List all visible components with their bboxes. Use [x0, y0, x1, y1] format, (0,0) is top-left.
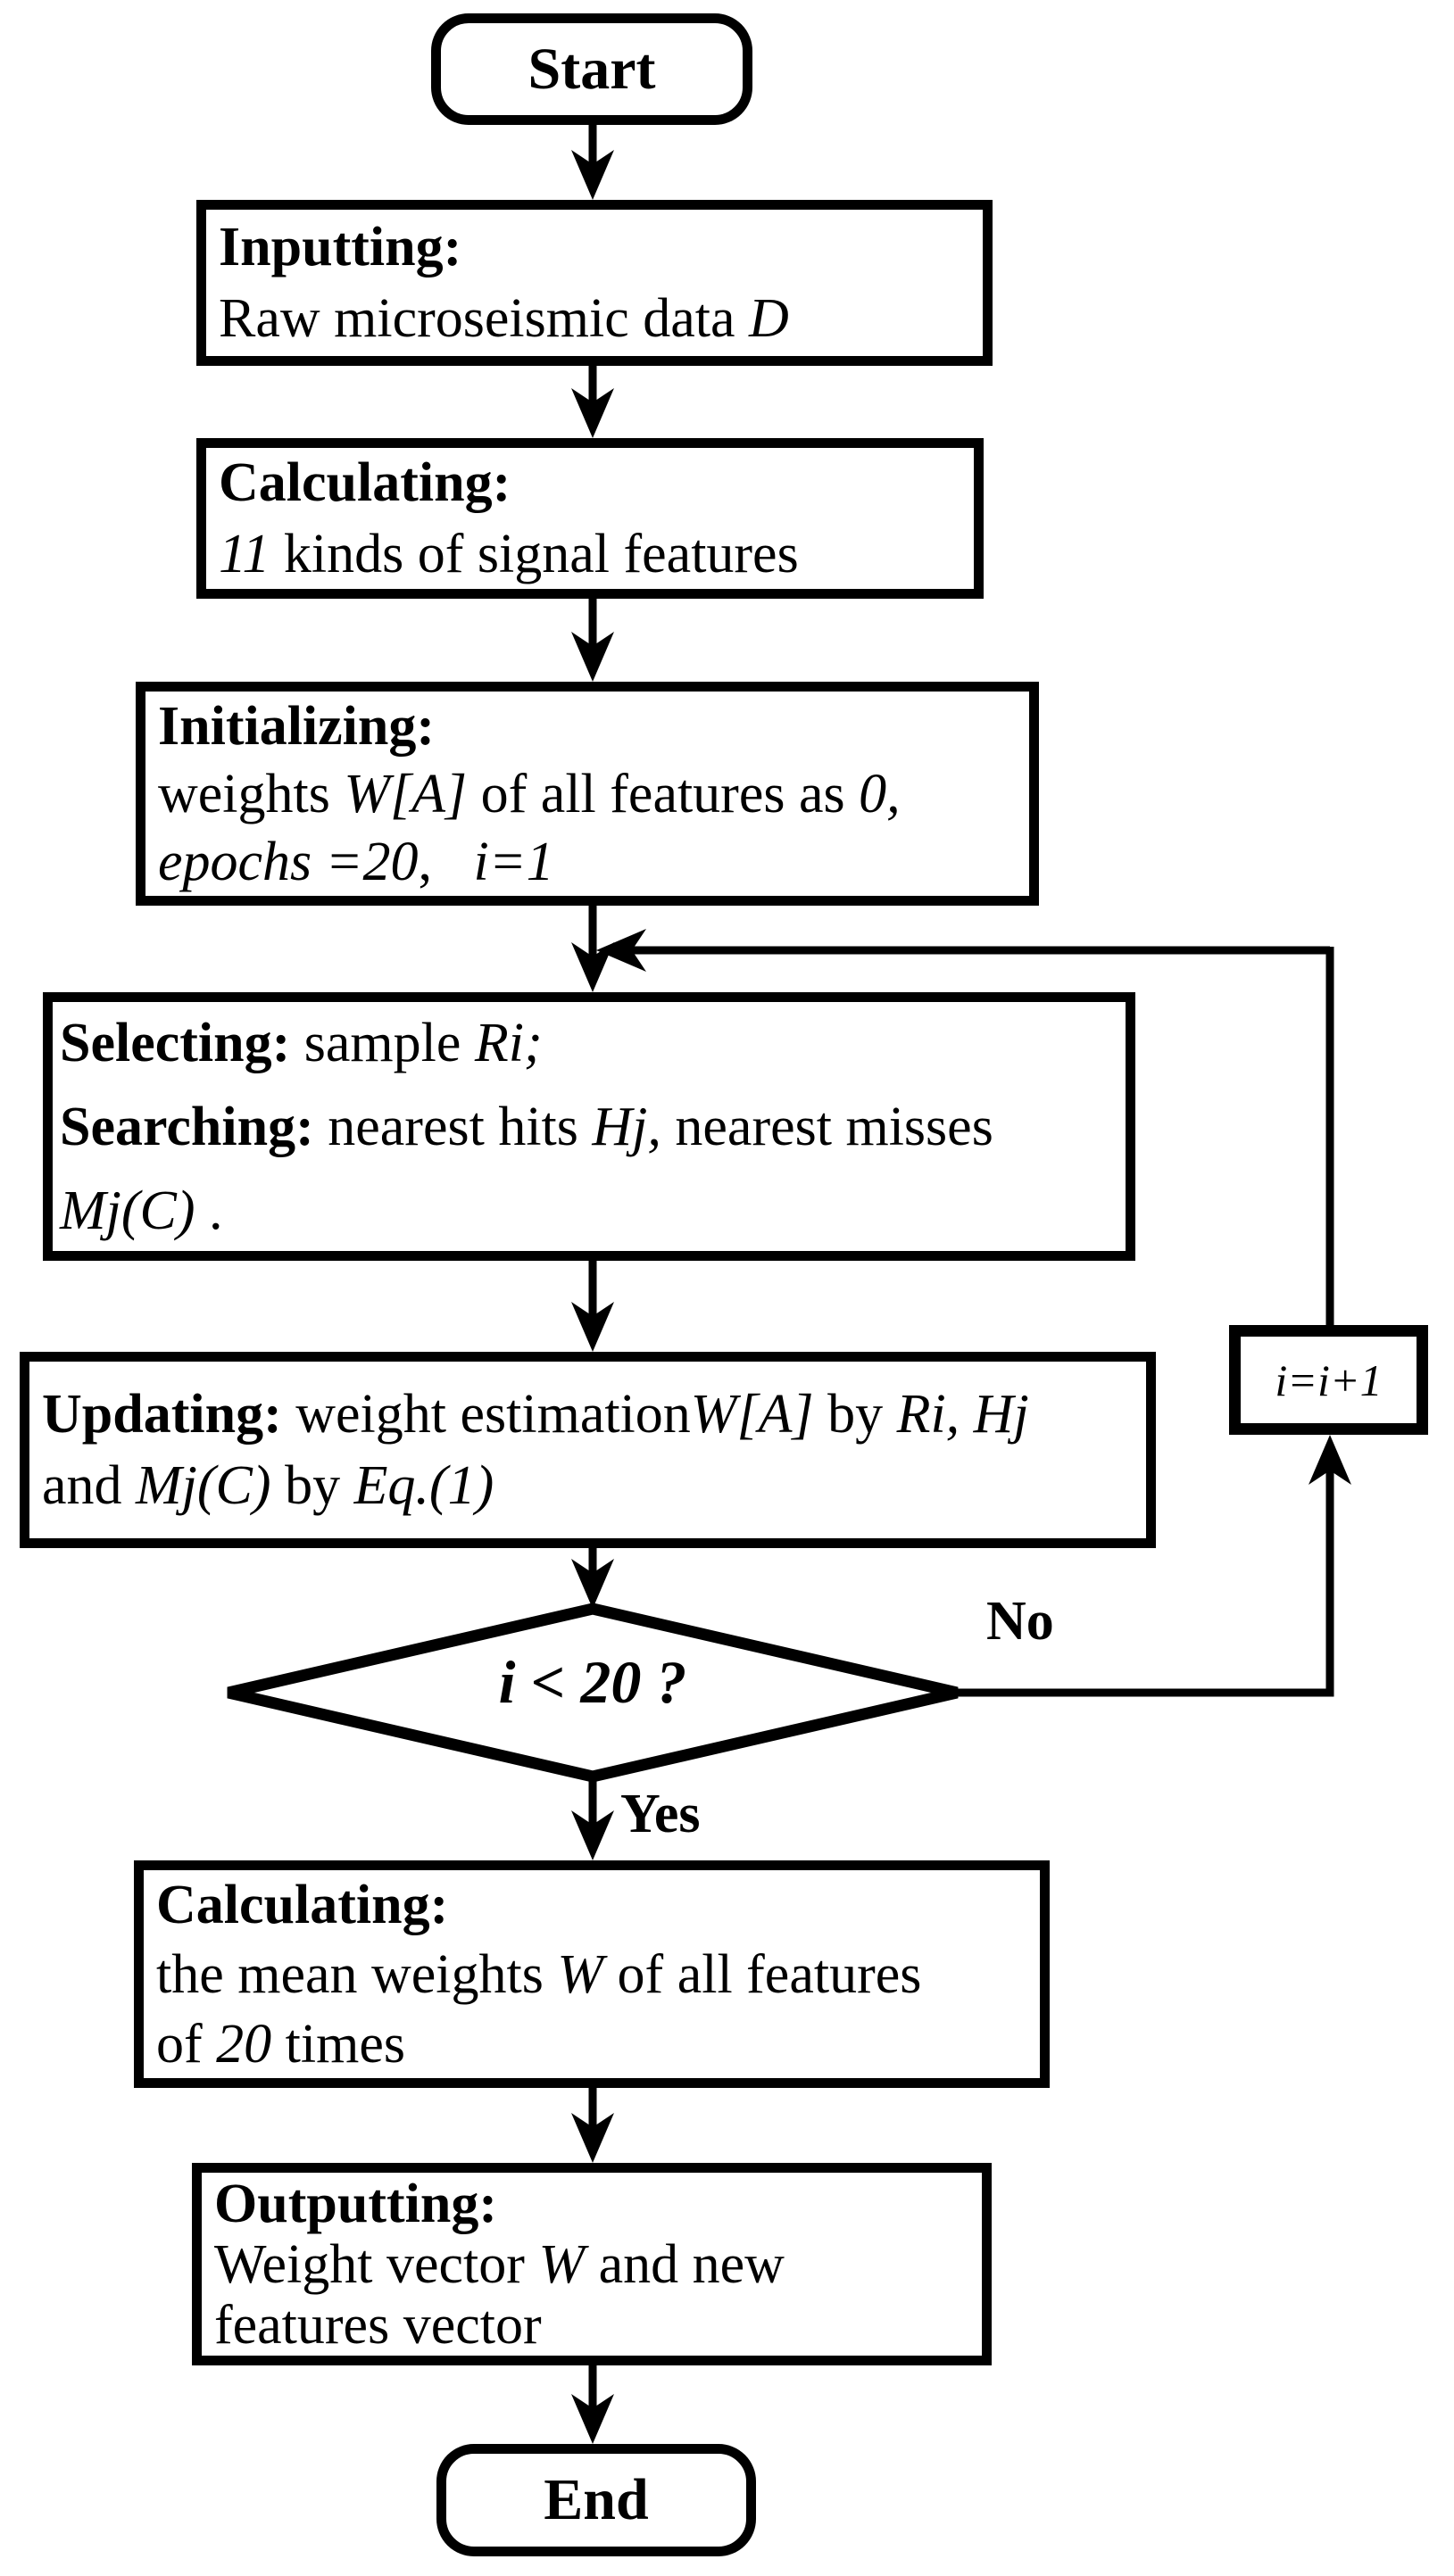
- process-increment: i=i+1: [1229, 1325, 1428, 1435]
- text-segment: Mj(C): [136, 1455, 271, 1516]
- arrow-decision-to-calculating-yes: [571, 1777, 614, 1860]
- process-inputting: Inputting:Raw microseismic data D: [196, 200, 993, 366]
- arrow-selecting-to-updating: [571, 1261, 614, 1352]
- text-segment: 20: [216, 2013, 272, 2075]
- text-segment: Outputting:: [214, 2173, 497, 2234]
- decision-label: i < 20 ?: [498, 1648, 687, 1716]
- text-segment: and new: [585, 2233, 785, 2295]
- box-line: Initializing:: [158, 692, 1029, 760]
- box-line: Selecting: sample Ri;: [60, 1001, 1126, 1085]
- process-calculating-mean: Calculating:the mean weights W of all fe…: [134, 1860, 1050, 2088]
- box-line: Mj(C) .: [60, 1169, 1126, 1253]
- text-segment: Calculating:: [219, 452, 511, 513]
- no-branch-label: No: [986, 1591, 1054, 1652]
- decision-diamond: [227, 1603, 959, 1783]
- text-segment: by: [813, 1384, 897, 1445]
- text-segment: Ri;: [474, 1012, 543, 1073]
- text-segment: W: [538, 2233, 586, 2295]
- text-segment: i=1: [473, 831, 554, 892]
- text-segment: W[A]: [690, 1384, 814, 1445]
- arrow-initializing-to-selecting: [571, 906, 614, 992]
- arrow-updating-to-decision: [571, 1548, 614, 1609]
- box-line: i=i+1: [1275, 1345, 1382, 1416]
- box-line: features vector: [214, 2295, 982, 2356]
- text-segment: features vector: [214, 2294, 542, 2356]
- box-line: Updating: weight estimationW[A] by Ri, H…: [42, 1379, 1146, 1450]
- box-line: weights W[A] of all features as 0,: [158, 760, 1029, 828]
- box-line: Calculating:: [156, 1870, 1040, 1940]
- box-line: the mean weights W of all features: [156, 1940, 1040, 2009]
- increment-label: i=i+1: [1275, 1354, 1383, 1405]
- text-segment: Searching:: [60, 1096, 314, 1157]
- end-node: End: [436, 2444, 756, 2556]
- text-segment: the mean weights: [156, 1943, 558, 2005]
- end-label: End: [544, 2467, 649, 2532]
- yes-branch-label: Yes: [620, 1784, 701, 1844]
- text-segment: sample: [290, 1012, 475, 1073]
- text-segment: .: [195, 1180, 223, 1241]
- text-segment: of all features: [603, 1943, 922, 2005]
- box-line: 11 kinds of signal features: [219, 518, 974, 590]
- process-initializing: Initializing:weights W[A] of all feature…: [136, 682, 1039, 906]
- process-selecting-searching: Selecting: sample Ri;Searching: nearest …: [43, 992, 1135, 1261]
- box-line: Calculating:: [219, 447, 974, 518]
- box-line: Searching: nearest hits Hj, nearest miss…: [60, 1085, 1126, 1169]
- text-segment: Hj,: [592, 1096, 661, 1157]
- text-segment: of all features as: [467, 763, 860, 824]
- text-segment: 11: [219, 524, 270, 584]
- text-segment: Mj(C): [60, 1180, 195, 1241]
- text-segment: by: [270, 1455, 354, 1516]
- process-updating: Updating: weight estimationW[A] by Ri, H…: [20, 1352, 1156, 1548]
- box-line: epochs =20, i=1: [158, 828, 1029, 896]
- text-segment: Inputting:: [219, 217, 462, 277]
- box-line: Weight vector W and new: [214, 2234, 982, 2295]
- text-segment: Initializing:: [158, 695, 436, 757]
- box-line: Outputting:: [214, 2174, 982, 2234]
- text-segment: Updating:: [42, 1384, 282, 1445]
- text-segment: of: [156, 2013, 217, 2075]
- box-line: Inputting:: [219, 211, 983, 283]
- text-segment: Ri, Hj: [896, 1384, 1029, 1445]
- text-segment: 0,: [859, 763, 901, 824]
- text-segment: Calculating:: [156, 1874, 449, 1935]
- text-segment: ,: [418, 831, 474, 892]
- arrow-inputting-to-calculating: [571, 366, 614, 438]
- arrow-calculating-to-outputting: [571, 2088, 614, 2163]
- loop-return-arrow: [596, 929, 1330, 972]
- text-segment: kinds of signal features: [270, 524, 799, 584]
- text-segment: weights: [158, 763, 345, 824]
- text-segment: W[A]: [344, 763, 468, 824]
- text-segment: Eq.(1): [353, 1455, 494, 1516]
- text-segment: nearest hits: [313, 1096, 593, 1157]
- text-segment: D: [749, 288, 789, 349]
- start-node: Start: [431, 13, 752, 125]
- text-segment: Selecting:: [60, 1012, 291, 1073]
- start-label: Start: [528, 36, 656, 102]
- box-line: of 20 times: [156, 2009, 1040, 2079]
- text-segment: Raw microseismic data: [219, 288, 749, 349]
- arrow-outputting-to-end: [571, 2365, 614, 2444]
- text-segment: Weight vector: [214, 2233, 539, 2295]
- arrow-start-to-inputting: [571, 125, 614, 200]
- box-line: and Mj(C) by Eq.(1): [42, 1450, 1146, 1521]
- box-line: Raw microseismic data D: [219, 283, 983, 354]
- text-segment: weight estimation: [281, 1384, 691, 1445]
- text-segment: nearest misses: [661, 1096, 993, 1157]
- text-segment: times: [271, 2013, 405, 2075]
- text-segment: epochs =20: [158, 831, 419, 892]
- text-segment: W: [557, 1943, 604, 2005]
- arrow-calculating-to-initializing: [571, 599, 614, 682]
- no-branch-line: [957, 1435, 1351, 1697]
- process-calculating-features: Calculating:11 kinds of signal features: [196, 438, 984, 599]
- text-segment: and: [42, 1455, 137, 1516]
